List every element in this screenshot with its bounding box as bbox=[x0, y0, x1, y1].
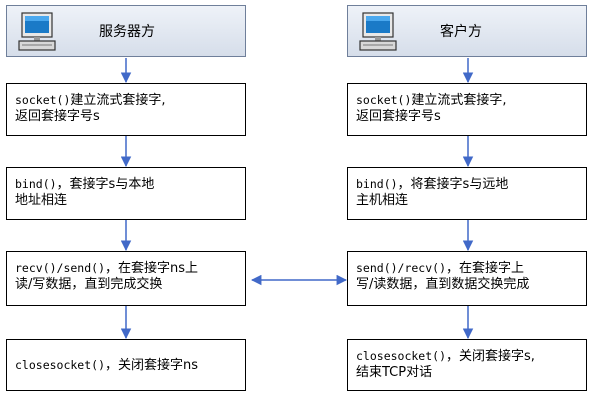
step-text: ，关闭套接字ns bbox=[105, 358, 199, 373]
server-step-bind: bind()，套接字s与本地 地址相连 bbox=[6, 167, 246, 220]
step-text-line2: 读/写数据，直到完成交换 bbox=[15, 277, 163, 292]
client-step-socket: socket()建立流式套接字, 返回套接字号s bbox=[347, 83, 587, 136]
step-text-line2: 返回套接字号s bbox=[15, 109, 100, 124]
step-code: socket() bbox=[15, 93, 71, 107]
step-text: 建立流式套接字, bbox=[70, 93, 166, 108]
step-code: closesocket() bbox=[15, 358, 106, 372]
computer-icon bbox=[359, 12, 397, 51]
step-code: socket() bbox=[356, 93, 412, 107]
server-header: 服务器方 bbox=[6, 5, 246, 57]
step-text: ，关闭套接字s, bbox=[446, 349, 535, 364]
client-step-closesocket: closesocket()，关闭套接字s, 结束TCP对话 bbox=[347, 339, 587, 391]
server-step-closesocket: closesocket()，关闭套接字ns bbox=[6, 339, 246, 391]
server-step-socket: socket()建立流式套接字, 返回套接字号s bbox=[6, 83, 246, 136]
step-code: send()/recv() bbox=[356, 261, 447, 275]
step-code: recv()/send() bbox=[15, 261, 106, 275]
step-text-line2: 返回套接字号s bbox=[356, 109, 441, 124]
step-code: bind() bbox=[15, 177, 57, 191]
step-text: 建立流式套接字, bbox=[411, 93, 507, 108]
step-code: bind() bbox=[356, 177, 398, 191]
server-title: 服务器方 bbox=[99, 24, 155, 40]
step-text: ，将套接字s与远地 bbox=[397, 177, 509, 192]
step-text: ，套接字s与本地 bbox=[56, 177, 155, 192]
server-step-recv-send: recv()/send()，在套接字ns上 读/写数据，直到完成交换 bbox=[6, 251, 246, 306]
step-text: ，在套接字ns上 bbox=[105, 261, 199, 276]
step-text-line2: 地址相连 bbox=[15, 193, 68, 208]
step-text-line2: 写/读数据，直到数据交换完成 bbox=[356, 277, 530, 292]
step-text-line2: 主机相连 bbox=[356, 193, 409, 208]
client-step-send-recv: send()/recv()，在套接字上 写/读数据，直到数据交换完成 bbox=[347, 251, 587, 306]
step-text: ，在套接字上 bbox=[446, 261, 525, 276]
step-text-line2: 结束TCP对话 bbox=[356, 365, 433, 380]
computer-icon bbox=[18, 12, 56, 51]
client-header: 客户方 bbox=[347, 5, 587, 57]
client-step-bind: bind()，将套接字s与远地 主机相连 bbox=[347, 167, 587, 220]
step-code: closesocket() bbox=[356, 349, 447, 363]
client-title: 客户方 bbox=[440, 24, 482, 40]
